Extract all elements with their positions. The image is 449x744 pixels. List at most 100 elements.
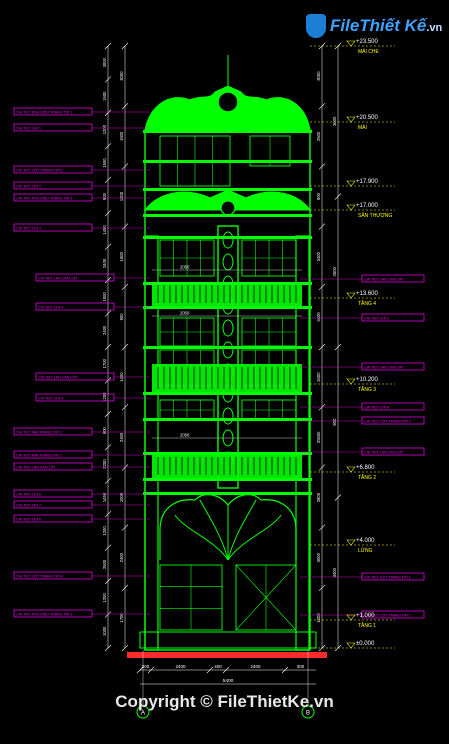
callout-box — [361, 402, 425, 411]
callout-box — [35, 372, 115, 381]
level-name: SÂN THƯỢNG — [358, 212, 392, 219]
balcony-railing — [152, 364, 302, 392]
dim-text: 1500 — [102, 158, 107, 168]
callout-text: CHI TIẾT CHỈ 9 — [364, 316, 389, 321]
dim-tick — [318, 163, 326, 170]
callout-box — [361, 274, 425, 283]
callout-box — [35, 393, 115, 402]
site-logo[interactable]: FileThiết Kế.vn — [306, 14, 446, 40]
level-value: +17.900 — [356, 179, 379, 185]
dim-text: 1700 — [119, 613, 124, 623]
callout-box — [13, 107, 93, 116]
floor-band — [143, 418, 312, 421]
dim-text: 2050 — [180, 311, 190, 316]
callout-box — [13, 223, 93, 232]
dim-tick — [318, 524, 326, 531]
callout-text: CHI TIẾT LAN CAN CẮT — [16, 465, 56, 470]
callout-text: CHI TIẾT CHỈ 6 — [16, 492, 41, 497]
level-name: TẦNG 3 — [358, 386, 376, 393]
dim-text: 900 — [119, 313, 124, 321]
dim-tick — [104, 377, 112, 384]
level-name: LỬNG — [358, 547, 373, 554]
dim-tick — [121, 403, 129, 411]
dim-text: 900 — [102, 426, 107, 434]
dim-tick — [136, 666, 144, 674]
dim-tick — [104, 42, 112, 50]
crown-medallion — [217, 91, 239, 113]
level-name: TẦNG 4 — [358, 300, 376, 307]
arch-ribbing — [227, 514, 282, 561]
dim-tick — [104, 611, 112, 618]
callout-box — [13, 514, 93, 523]
level-value: +10.200 — [356, 377, 379, 383]
level-name: MÁI CHE — [358, 48, 380, 55]
floor-band — [143, 306, 312, 309]
callout-text: CHI TIẾT CỘT TRANG TRÍ 5 — [16, 168, 63, 173]
dim-total: 5400 — [223, 678, 234, 684]
dim-tick — [104, 243, 112, 250]
dim-tick — [121, 584, 129, 592]
plinth — [139, 631, 317, 649]
dim-tick — [334, 494, 342, 501]
dim-tick — [121, 223, 129, 230]
dim-tick — [121, 464, 129, 471]
axis-bubble — [301, 705, 315, 719]
callout-text: CHI TIẾT CỘT TRANG TRÍ 2 — [364, 613, 411, 618]
callout-text: CHI TIẾT CHỈ 8 — [16, 517, 41, 522]
dim-tick — [147, 666, 155, 674]
dim-text: 2050 — [180, 265, 190, 270]
central-column — [217, 225, 239, 489]
dim-text: 900 — [332, 418, 337, 426]
axis-label: A — [141, 711, 145, 717]
level-triangle — [346, 40, 356, 47]
callout-box — [361, 572, 425, 581]
dim-tick — [318, 584, 326, 592]
callout-text: CHI TIẾT MÁI TRANG TRÍ 2 — [16, 453, 61, 458]
axis-label: B — [306, 711, 310, 717]
dim-tick — [104, 109, 112, 117]
callout-text: CHI TIẾT LAN CAN CẮT — [364, 365, 404, 370]
dim-text: 3400 — [316, 312, 321, 322]
dim-text: 400 — [214, 664, 222, 669]
dim-tick — [334, 193, 342, 200]
dim-text: 300 — [142, 664, 150, 669]
floor-band — [143, 130, 312, 133]
floor-band — [143, 392, 312, 395]
dim-text: 2800 — [316, 492, 321, 502]
level-value: ±0.000 — [356, 641, 375, 647]
level-triangle — [346, 614, 356, 621]
floor-band — [143, 188, 312, 191]
dim-text: 1200 — [102, 526, 107, 536]
callout-box — [13, 500, 93, 509]
dim-text: 900 — [316, 192, 321, 200]
dim-tick — [121, 644, 129, 652]
dim-tick — [104, 143, 112, 150]
callout-box — [13, 571, 93, 580]
arch-ribbing — [227, 499, 257, 561]
level-triangle — [346, 642, 356, 649]
level-name: TẦNG 2 — [358, 474, 376, 481]
callout-text: CHI TIẾT LAN CAN CẮT — [364, 450, 404, 455]
side-pilaster — [144, 235, 159, 651]
callout-box — [13, 165, 93, 174]
callout-box — [361, 313, 425, 322]
dim-tick — [121, 524, 129, 531]
column-ornament — [222, 407, 234, 425]
floor-band — [143, 160, 312, 163]
dim-tick — [104, 444, 112, 451]
floor-band — [143, 214, 312, 217]
dim-text: 1500 — [102, 91, 107, 101]
callout-text: CHI TIẾT PHÙ ĐIÊU TRANG TRÍ 4 — [16, 196, 72, 201]
dim-tick — [104, 477, 112, 484]
floor-band — [143, 452, 312, 455]
dim-text: 3000 — [102, 57, 107, 67]
callout-box — [361, 362, 425, 371]
level-value: +17.000 — [356, 203, 379, 209]
column-ornament — [222, 341, 234, 359]
callout-box — [13, 181, 93, 190]
dim-text: 3400 — [332, 567, 337, 577]
level-triangle — [346, 466, 356, 473]
dim-text: 1200 — [102, 593, 107, 603]
